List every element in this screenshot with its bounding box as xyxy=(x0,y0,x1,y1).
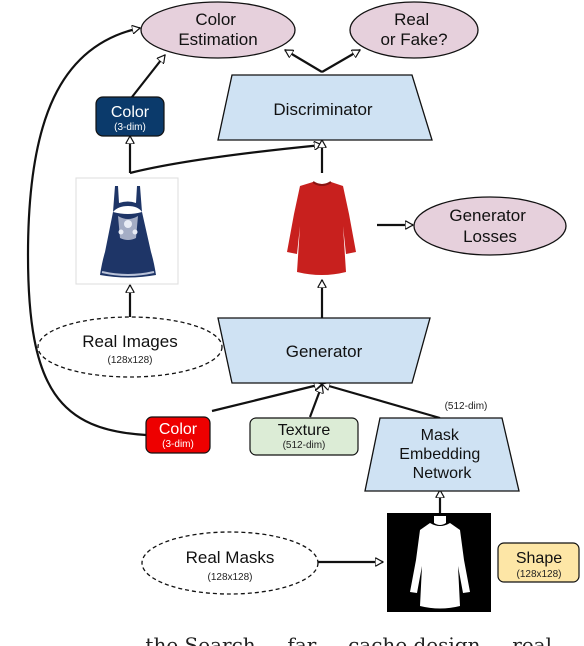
real-images-sub: (128x128) xyxy=(107,355,152,366)
color-estimation-node: Color Estimation xyxy=(140,1,296,59)
real-or-fake-node: Real or Fake? xyxy=(349,1,479,59)
real-images-label: Real Images xyxy=(82,332,177,351)
real-images-node: Real Images (128x128) xyxy=(37,316,223,378)
shape-label: Shape xyxy=(516,550,562,567)
red-dress-icon xyxy=(287,182,356,275)
arrow-discriminator-to-realfake xyxy=(321,49,360,73)
real-or-fake-label: Real or Fake? xyxy=(380,10,447,49)
generator-losses-line-1: Generator xyxy=(449,206,526,225)
arrow-texture-to-generator xyxy=(308,385,322,418)
generator-node: Generator xyxy=(217,317,431,384)
shape-box: Shape (128x128) xyxy=(497,542,580,583)
dress-mask-icon xyxy=(410,516,470,609)
color-estimation-line-1: Color xyxy=(195,10,236,29)
arrow-color-to-generator xyxy=(211,384,322,413)
mask-image xyxy=(387,513,491,612)
texture-sub: (512-dim) xyxy=(283,440,326,451)
connector-lines xyxy=(26,28,441,562)
real-or-fake-line-1: Real xyxy=(394,10,429,29)
generator-label: Generator xyxy=(286,342,363,361)
mask-embedding-line-3: Network xyxy=(413,465,473,482)
shape-sub: (128x128) xyxy=(516,569,561,580)
arrow-color-to-estimation xyxy=(131,55,166,98)
color-top-label: Color xyxy=(111,104,150,121)
color-bottom-sub: (3-dim) xyxy=(162,439,194,450)
color-bottom-label: Color xyxy=(159,421,198,438)
arrow-real-image-to-discriminator xyxy=(129,145,322,175)
arrow-mask-embedding-to-generator xyxy=(322,384,441,420)
discriminator-node: Discriminator xyxy=(217,74,433,141)
cropped-caption-text: ... the Search ... far ... cache design … xyxy=(120,633,577,646)
real-masks-sub: (128x128) xyxy=(207,572,252,583)
mask-embedding-line-1: Mask xyxy=(421,427,460,444)
real-dress-image xyxy=(75,177,179,285)
mask-embedding-label: Mask Embedding Network xyxy=(399,427,484,482)
generator-losses-node: Generator Losses xyxy=(413,196,567,256)
real-masks-node: Real Masks (128x128) xyxy=(141,531,319,595)
real-masks-label: Real Masks xyxy=(186,548,275,567)
discriminator-label: Discriminator xyxy=(273,100,373,119)
mask-embedding-node: Mask Embedding Network xyxy=(364,417,520,492)
generator-losses-label: Generator Losses xyxy=(449,206,530,246)
texture-label: Texture xyxy=(278,422,331,439)
texture-box: Texture (512-dim) xyxy=(249,417,359,456)
arrow-color-feedback-to-estimation xyxy=(26,28,147,437)
color-bottom-box: Color (3-dim) xyxy=(145,416,211,454)
generated-dress-image xyxy=(264,178,377,278)
color-top-sub: (3-dim) xyxy=(114,122,146,133)
color-estimation-line-2: Estimation xyxy=(178,30,257,49)
generator-losses-line-2: Losses xyxy=(463,227,517,246)
real-or-fake-line-2: or Fake? xyxy=(380,30,447,49)
color-estimation-label: Color Estimation xyxy=(178,10,257,49)
mask-embedding-line-2: Embedding xyxy=(399,446,480,463)
arrow-discriminator-to-estimation xyxy=(285,49,323,73)
color-top-box: Color (3-dim) xyxy=(95,96,165,137)
mask-embedding-dim-label: (512-dim) xyxy=(445,401,488,412)
